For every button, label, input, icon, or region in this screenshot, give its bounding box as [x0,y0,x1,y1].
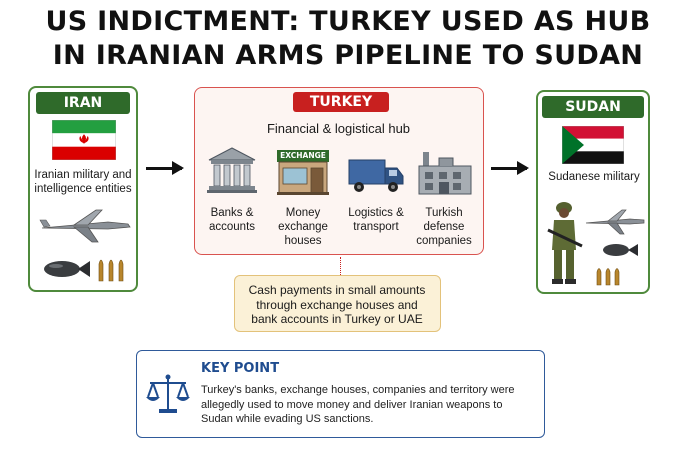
key-point-text: Turkey's banks, exchange houses, compani… [201,384,515,425]
arrow-iran-to-turkey [146,161,184,175]
key-point-box: KEY POINT Turkey's banks, exchange house… [136,350,545,438]
turkey-panel: TURKEY Financial & logistical hub Banks … [194,87,484,255]
bank-label: Banks & accounts [208,207,256,233]
bank-icon [207,147,257,193]
sudan-ammunition-icon [596,268,620,286]
title-line-2: IN IRANIAN ARMS PIPELINE TO SUDAN [52,40,644,71]
cash-payments-text: Cash payments in small amounts through e… [248,283,426,326]
scales-of-justice-icon [146,374,190,413]
cash-payments-note: Cash payments in small amounts through e… [234,275,441,332]
defense-companies-label: Turkish defense companies [416,207,472,247]
bomb-icon [44,261,90,277]
arrow-turkey-to-sudan [491,161,529,175]
key-point-heading: KEY POINT [201,361,280,376]
drone-icon [39,209,131,243]
sudan-header: SUDAN [542,96,644,118]
soldier-icon [547,202,583,284]
title-line-1: US INDICTMENT: TURKEY USED AS HUB [45,6,651,37]
exchange-label: Money exchange houses [278,207,328,247]
ammunition-icon [98,259,124,282]
dotted-connector [340,257,341,275]
sudan-drone-icon [585,209,645,235]
iran-panel: IRAN Iranian military and intelligence e… [28,86,138,292]
sudan-caption: Sudanese military [548,171,640,183]
exchange-house-icon [277,150,329,195]
truck-icon [348,159,404,192]
factory-icon [418,152,472,195]
sudan-panel: SUDAN Sudanese military [536,90,650,294]
iran-caption: Iranian military and intelligence entiti… [34,169,132,195]
sudan-flag-icon [562,126,624,164]
iran-header: IRAN [36,92,130,114]
iran-flag-icon [52,120,116,160]
sudan-bomb-icon [603,244,638,256]
logistics-label: Logistics & transport [348,207,404,233]
exchange-sign: EXCHANGE [280,151,326,160]
turkey-header: TURKEY [293,92,389,112]
turkey-subtitle: Financial & logistical hub [266,121,411,136]
